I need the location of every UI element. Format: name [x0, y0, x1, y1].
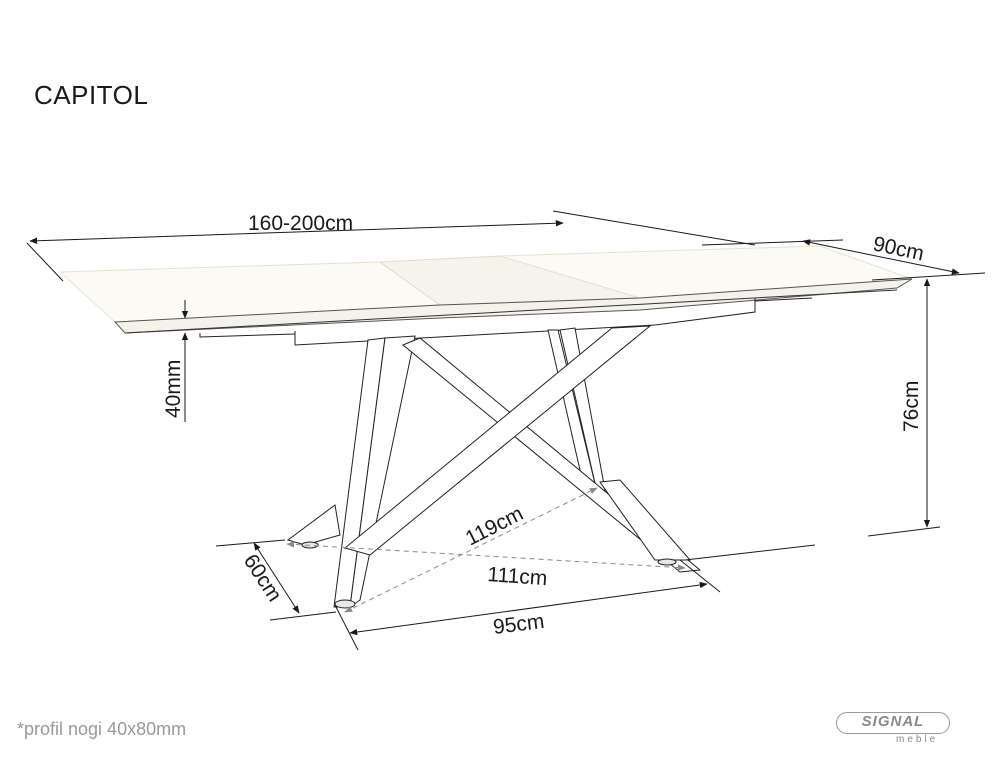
logo-brand-text: SIGNAL — [861, 713, 925, 730]
table-top — [58, 245, 913, 334]
dim-depth-label: 90cm — [871, 232, 926, 265]
logo-sub-text: meble — [896, 734, 939, 745]
dashed-diagonals — [286, 487, 686, 613]
dim-leg-span-label: 111cm — [487, 563, 548, 590]
dim-length-label: 160-200cm — [248, 212, 353, 235]
table-frame — [199, 297, 813, 346]
dim-leg-diagonal-label: 119cm — [462, 502, 527, 550]
logo-outline — [836, 712, 950, 734]
dim-height-label: 76cm — [900, 381, 923, 432]
dim-base-width-label: 95cm — [492, 610, 546, 639]
product-title: CAPITOL — [34, 80, 149, 110]
leg-profile-footnote: *profil nogi 40x80mm — [17, 719, 187, 739]
dim-top-thickness-label: 40mm — [162, 360, 185, 418]
brand-logo: SIGNAL meble — [836, 712, 954, 746]
dim-base-depth-label: 60cm — [239, 550, 286, 606]
